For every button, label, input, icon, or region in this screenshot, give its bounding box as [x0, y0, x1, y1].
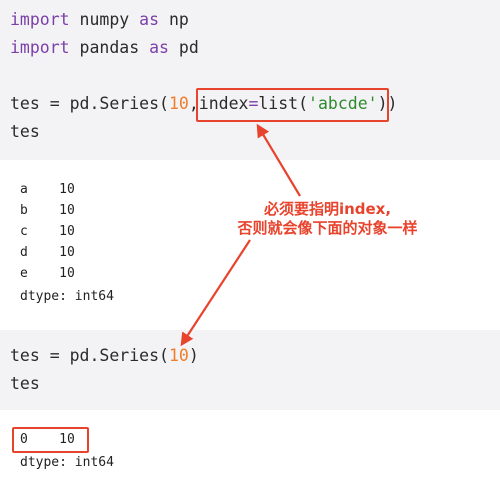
code-line-import-numpy: import numpy as np — [10, 10, 189, 29]
annotation-text: 必须要指明index, 否则就会像下面的对象一样 — [195, 200, 460, 238]
output-row-highlight-box — [12, 427, 89, 453]
code-cell-1[interactable]: import numpy as np import pandas as pd t… — [0, 0, 500, 160]
output-cell-2: 0 10 dtype: int64 — [0, 410, 500, 488]
output-row: c 10 — [20, 224, 75, 239]
arrow-down-icon — [180, 239, 251, 347]
code-line-tes: tes — [10, 122, 40, 141]
output-cell-1: a 10 b 10 c 10 d 10 e 10 dtype: int64 — [0, 160, 500, 330]
code-cell-2[interactable]: tes = pd.Series(10) tes — [0, 330, 500, 410]
output-row: b 10 — [20, 203, 75, 218]
code-line-series-no-index: tes = pd.Series(10) — [10, 346, 199, 365]
output-row: 0 10 — [20, 432, 75, 447]
index-highlight-box — [196, 88, 389, 122]
output-dtype: dtype: int64 — [20, 455, 114, 470]
arrow-up-icon — [256, 123, 301, 197]
code-line-series-with-index: tes = pd.Series(10,index=list('abcde')) — [10, 94, 398, 113]
output-dtype: dtype: int64 — [20, 289, 114, 304]
annotation-line-2: 否则就会像下面的对象一样 — [237, 219, 418, 237]
output-row: a 10 — [20, 182, 75, 197]
output-row: d 10 — [20, 245, 75, 260]
annotation-line-1: 必须要指明index, — [263, 200, 392, 218]
output-row: e 10 — [20, 266, 75, 281]
code-line-tes: tes — [10, 374, 40, 393]
code-line-import-pandas: import pandas as pd — [10, 38, 199, 57]
